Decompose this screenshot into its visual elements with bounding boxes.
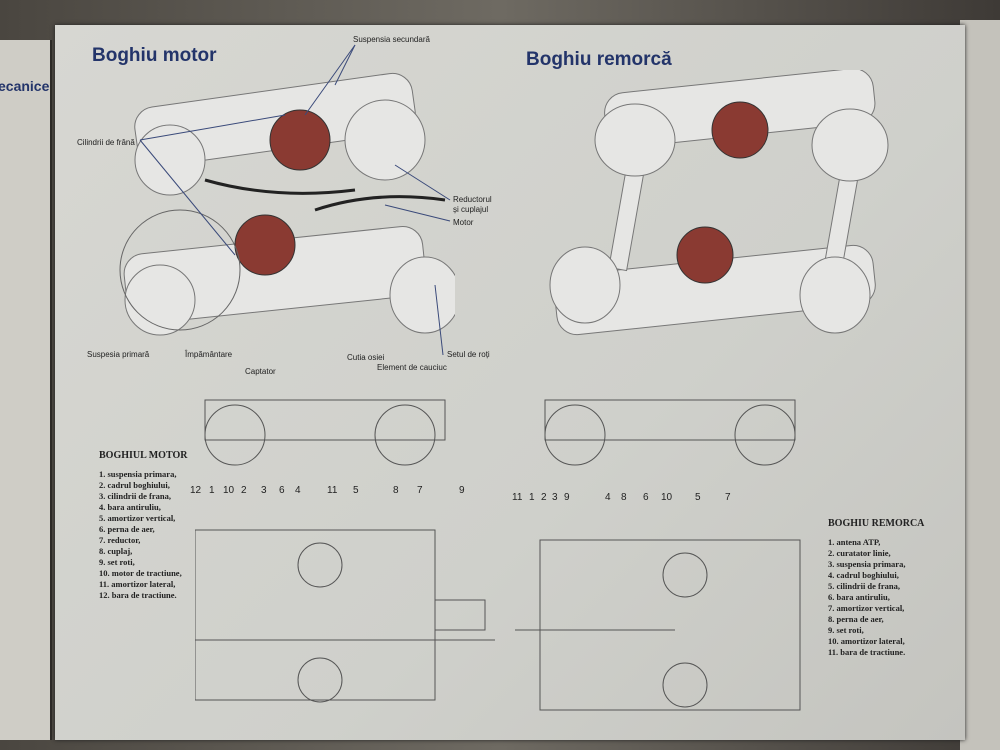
legend-item: 10. motor de tractiune, (99, 568, 182, 578)
part-number: 11 (327, 485, 338, 496)
part-number: 7 (417, 485, 423, 496)
motor-bogie-technical-drawing (195, 399, 495, 703)
part-number: 6 (279, 485, 285, 496)
adjacent-poster-title: ecanice (0, 78, 50, 94)
bogie-poster: Boghiu motor Boghiu remorcă Suspensia se… (55, 25, 965, 740)
legend-item: 9. set roti, (828, 625, 864, 635)
part-number: 2 (541, 492, 547, 503)
legend-item: 6. perna de aer, (99, 524, 155, 534)
callout-secondary-suspension: Suspensia secundară (353, 35, 430, 44)
trailer-bogie-technical-drawing (515, 399, 801, 711)
part-number: 3 (261, 485, 267, 496)
motor-bogie-legend: BOGHIUL MOTOR 1. suspensia primara, 2. c… (99, 450, 187, 601)
motor-bogie-illustration (119, 72, 455, 336)
callout-axle-box: Cutia osiei (347, 353, 385, 362)
callout-coupling: și cuplajul (453, 205, 489, 214)
part-number: 2 (241, 485, 247, 496)
legend-item: 8. perna de aer, (828, 614, 884, 624)
callout-reducer: Reductorul (453, 195, 492, 204)
trailer-legend-title: BOGHIU REMORCA (828, 518, 925, 529)
legend-item: 9. set roti, (99, 557, 135, 567)
part-number: 6 (643, 492, 649, 503)
callout-rubber-element: Element de cauciuc (377, 363, 447, 372)
motor-bogie-title: Boghiu motor (92, 45, 217, 66)
part-number: 9 (564, 492, 570, 503)
part-number: 10 (223, 485, 235, 496)
legend-item: 10. amortizor lateral, (828, 636, 905, 646)
legend-item: 6. bara antiruliu, (828, 592, 890, 602)
callout-brake-cylinders: Cilindrii de frână (77, 138, 135, 147)
part-number: 4 (605, 492, 611, 503)
legend-item: 5. cilindrii de frana, (828, 581, 901, 591)
legend-item: 8. cuplaj, (99, 546, 133, 556)
part-number: 8 (621, 492, 627, 503)
legend-item: 11. amortizor lateral, (99, 579, 176, 589)
part-number: 11 (512, 492, 523, 503)
callout-wheelset: Setul de roți (447, 350, 490, 359)
legend-item: 1. antena ATP, (828, 537, 881, 547)
legend-item: 3. cilindrii de frana, (99, 491, 172, 501)
legend-item: 3. suspensia primara, (828, 559, 906, 569)
legend-item: 7. reductor, (99, 535, 141, 545)
part-number: 1 (529, 492, 535, 503)
part-number: 12 (190, 485, 202, 496)
callout-collector: Captator (245, 367, 276, 376)
part-number: 10 (661, 492, 673, 503)
part-number: 4 (295, 485, 301, 496)
callout-grounding: Împământare (185, 350, 233, 359)
part-number: 1 (209, 485, 215, 496)
legend-item: 12. bara de tractiune. (99, 590, 177, 600)
motor-legend-title: BOGHIUL MOTOR (99, 450, 188, 461)
part-number: 5 (353, 485, 359, 496)
part-number: 9 (459, 485, 465, 496)
callout-primary-suspension: Suspesia primară (87, 350, 150, 359)
adjacent-poster-right (960, 20, 1000, 750)
part-number: 5 (695, 492, 701, 503)
legend-item: 5. amortizor vertical, (99, 513, 176, 523)
trailer-bogie-title: Boghiu remorcă (526, 49, 672, 70)
callout-leader-lines (139, 44, 451, 356)
part-number: 3 (552, 492, 558, 503)
adjacent-poster-left: ecanice (0, 40, 52, 740)
legend-item: 4. cadrul boghiului, (828, 570, 899, 580)
legend-item: 2. cadrul boghiului, (99, 480, 170, 490)
legend-item: 4. bara antiruliu, (99, 502, 161, 512)
callout-motor: Motor (453, 218, 474, 227)
legend-item: 7. amortizor vertical, (828, 603, 905, 613)
trailer-bogie-illustration (549, 70, 889, 336)
part-number: 7 (725, 492, 731, 503)
trailer-bogie-legend: BOGHIU REMORCA 1. antena ATP, 2. curatat… (828, 518, 924, 658)
legend-item: 1. suspensia primara, (99, 469, 177, 479)
legend-item: 11. bara de tractiune. (828, 647, 906, 657)
part-number: 8 (393, 485, 399, 496)
legend-item: 2. curatator linie, (828, 548, 891, 558)
